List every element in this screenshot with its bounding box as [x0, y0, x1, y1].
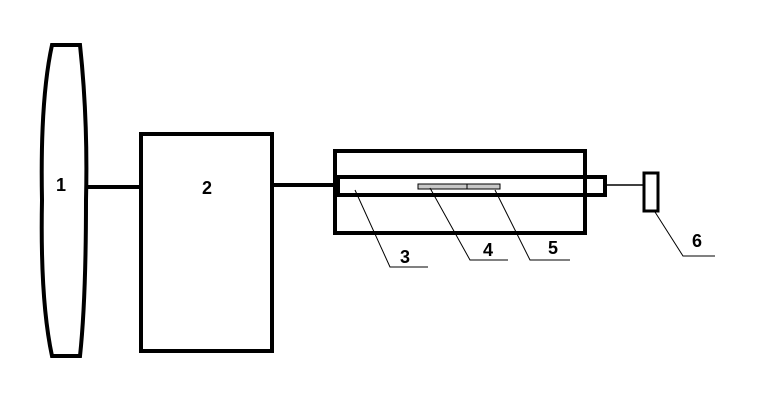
leader-4 [429, 187, 508, 261]
wheel-shape [39, 43, 89, 358]
rod-shape [336, 175, 607, 197]
end-block-shape [642, 171, 660, 213]
inner-strip-shape [417, 183, 501, 190]
label-5: 5 [548, 238, 558, 258]
leader-6 [654, 211, 715, 257]
label-6: 6 [692, 231, 702, 251]
label-4: 4 [483, 240, 493, 260]
block-shape [139, 132, 274, 353]
leader-5 [494, 189, 570, 261]
label-3: 3 [400, 247, 410, 267]
leader-3 [354, 189, 428, 268]
label-1: 1 [56, 175, 66, 195]
label-2: 2 [202, 178, 212, 198]
housing-shape [333, 149, 587, 235]
